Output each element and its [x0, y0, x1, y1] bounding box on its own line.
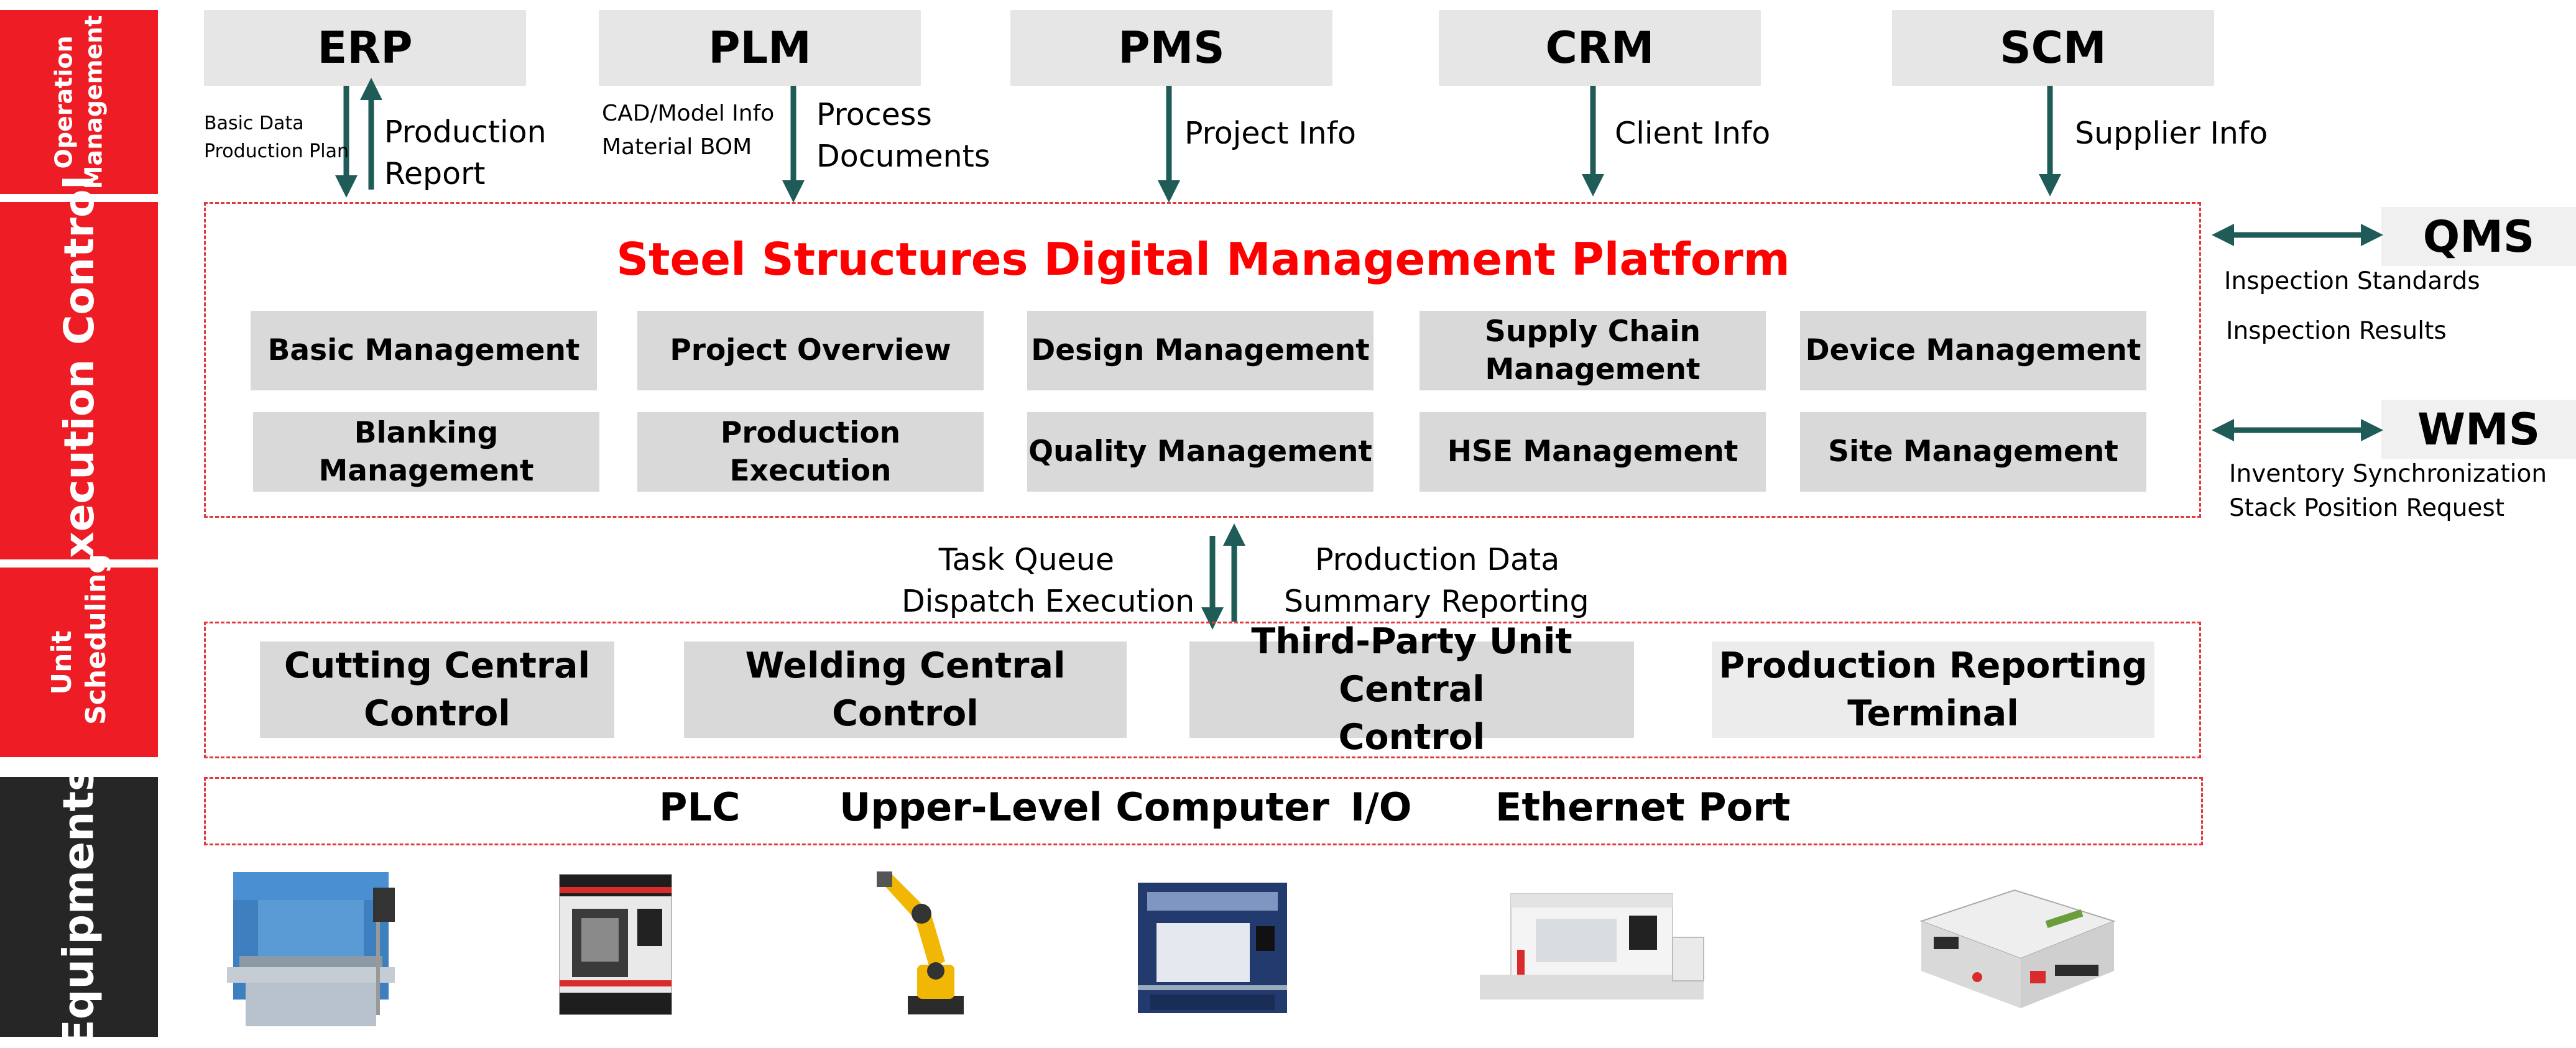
plm-label: PLM	[708, 22, 811, 73]
unit-label: Control	[1338, 716, 1485, 758]
protocol-upper-level-computer: Upper-Level Computer	[839, 784, 1329, 830]
module-quality-management: Quality Management	[1027, 412, 1373, 492]
platform-container	[204, 202, 2201, 518]
erp-input-note: Basic Data Production Plan	[204, 109, 349, 165]
qms-label: QMS	[2422, 211, 2535, 262]
module-hse-management: HSE Management	[1420, 412, 1766, 492]
dispatch-note-line: Dispatch Execution	[902, 583, 1195, 619]
layer-execution-control: Execution Control	[0, 175, 158, 586]
layer-equipments: Equipments	[0, 766, 158, 1048]
unit-label: Third-Party Unit Central	[1251, 621, 1572, 710]
protocol-container	[204, 777, 2203, 845]
erp-output-line: Report	[384, 155, 486, 191]
plm-output-note: Process Documents	[816, 94, 990, 177]
unit-label: Cutting Central	[284, 645, 591, 686]
module-label: Quality Management	[1028, 434, 1372, 469]
industrial-robot-arm-icon	[877, 871, 964, 1014]
erp-input-line: Basic Data	[204, 113, 304, 134]
plm-input-line: CAD/Model Info	[602, 101, 775, 126]
press-brake-icon	[227, 872, 395, 1026]
unit-label: Control	[364, 692, 510, 734]
crm-note: Client Info	[1615, 116, 1771, 151]
module-label: Basic Management	[267, 333, 580, 368]
dispatch-note-line: Task Queue	[938, 542, 1114, 577]
pms-box: PMS	[1010, 10, 1332, 86]
reporting-note: Production Data Summary Reporting	[1284, 540, 1589, 622]
erp-output-line: Production	[384, 114, 547, 150]
module-site-management: Site Management	[1800, 412, 2146, 492]
qms-note-1: Inspection Standards	[2224, 267, 2480, 295]
module-label: Management	[1485, 352, 1701, 387]
scm-note: Supplier Info	[2075, 116, 2268, 151]
protocol-ethernet-port: Ethernet Port	[1495, 784, 1791, 830]
platform-title: Steel Structures Digital Management Plat…	[616, 233, 1790, 285]
erp-input-line: Production Plan	[204, 140, 349, 162]
scm-box: SCM	[1892, 10, 2214, 86]
cnc-machining-center-icon	[559, 874, 672, 1015]
module-label: Site Management	[1828, 434, 2118, 469]
wms-note-2: Stack Position Request	[2229, 494, 2505, 522]
dispatch-note: Task Queue Dispatch Execution	[902, 540, 1195, 622]
pms-label: PMS	[1118, 22, 1225, 73]
plm-box: PLM	[599, 10, 921, 86]
module-label: Production Execution	[720, 415, 901, 488]
protocol-plc: PLC	[659, 784, 741, 830]
layer-unit-scheduling: Unit Scheduling	[0, 554, 158, 757]
erp-output-note: Production Report	[384, 112, 547, 195]
plm-input-note: CAD/Model Info Material BOM	[602, 97, 774, 164]
module-label: HSE Management	[1447, 434, 1738, 469]
module-design-management: Design Management	[1027, 311, 1373, 390]
unit-label: Terminal	[1847, 692, 2019, 734]
module-project-overview: Project Overview	[637, 311, 984, 390]
layer-operation-management: Operation Management	[0, 10, 158, 194]
module-basic-management: Basic Management	[251, 311, 597, 390]
protocol-io: I/O	[1350, 784, 1412, 830]
qms-box: QMS	[2381, 207, 2576, 266]
module-label: Management	[318, 454, 534, 488]
agv-robot-icon	[1919, 889, 2116, 1008]
crm-label: CRM	[1545, 22, 1655, 73]
pms-note: Project Info	[1184, 116, 1356, 151]
module-label: Blanking	[354, 415, 499, 450]
module-label: Supply Chain	[1485, 314, 1701, 349]
wms-label: WMS	[2417, 403, 2541, 455]
scm-label: SCM	[2000, 22, 2107, 73]
reporting-note-line: Summary Reporting	[1284, 583, 1589, 619]
qms-note-2: Inspection Results	[2226, 317, 2447, 345]
module-production-execution: Production Execution	[637, 412, 984, 492]
unit-container	[204, 622, 2201, 758]
erp-label: ERP	[317, 22, 413, 73]
unit-welding-central-control: Welding Central Control	[684, 641, 1127, 738]
module-label: Project Overview	[670, 333, 951, 368]
module-label: Design Management	[1031, 333, 1370, 368]
plm-output-line: Process	[816, 97, 932, 132]
reporting-note-line: Production Data	[1315, 542, 1560, 577]
unit-label: Production Reporting	[1719, 645, 2148, 686]
plm-output-line: Documents	[816, 138, 990, 174]
erp-box: ERP	[204, 10, 526, 86]
laser-cutting-machine-icon	[1480, 893, 1704, 1000]
plm-input-line: Material BOM	[602, 134, 752, 160]
module-device-management: Device Management	[1800, 311, 2146, 390]
wms-note-1: Inventory Synchronization	[2229, 460, 2547, 488]
unit-label: Welding Central Control	[745, 645, 1066, 734]
crm-box: CRM	[1439, 10, 1761, 86]
module-label: Device Management	[1805, 333, 2141, 368]
wms-box: WMS	[2381, 400, 2576, 459]
cutting-machine-icon	[1138, 883, 1287, 1013]
